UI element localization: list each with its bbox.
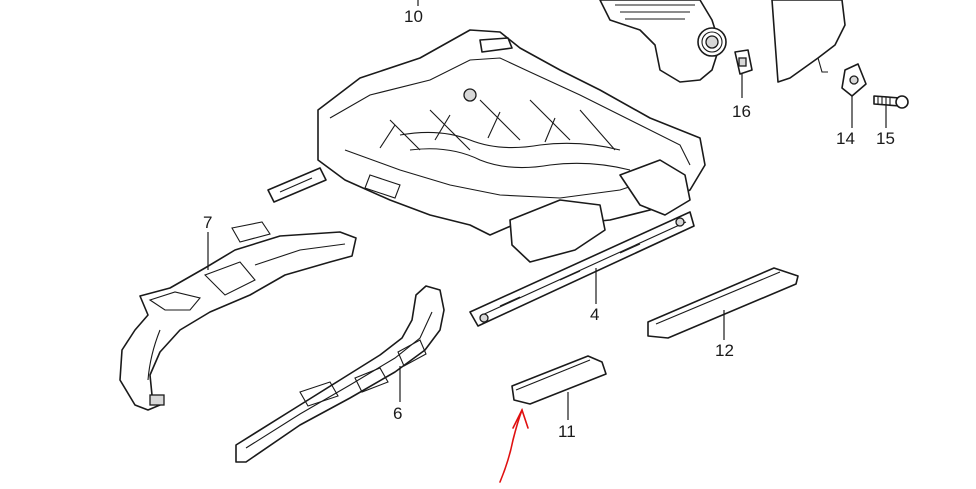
annotation-arrow: [499, 407, 529, 483]
seat-cushion-frame: [317, 29, 706, 263]
leader-lines: [207, 0, 887, 420]
callout-12: 12: [715, 341, 734, 360]
clip-16: [734, 49, 753, 75]
trim-strip-12: [647, 267, 799, 339]
side-trim-6: [235, 285, 445, 463]
side-panel: [771, 0, 846, 83]
callout-4: 4: [590, 305, 599, 324]
callout-10: 10: [404, 7, 423, 26]
callout-15: 15: [876, 129, 895, 148]
nut-clip-14: [841, 63, 867, 97]
backrest-frame: [599, 0, 727, 83]
seat-rail-4: [469, 211, 695, 327]
callout-6: 6: [393, 404, 402, 423]
callout-14: 14: [836, 129, 855, 148]
end-cap-11: [511, 355, 607, 405]
callout-11: 11: [558, 422, 576, 441]
trim-panel-7: [119, 221, 357, 411]
left-rail: [267, 167, 327, 203]
callout-7: 7: [203, 213, 212, 232]
callout-16: 16: [732, 102, 751, 121]
bolt-15: [873, 95, 909, 109]
